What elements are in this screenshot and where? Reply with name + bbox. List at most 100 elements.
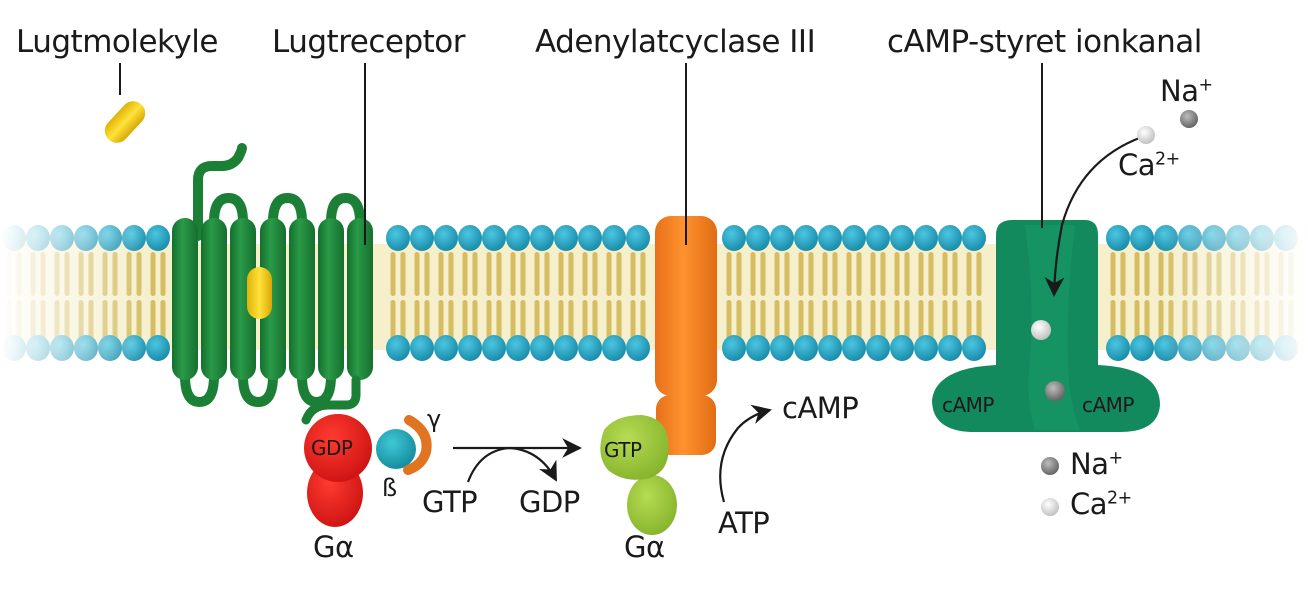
lipid-tail: [544, 300, 550, 342]
lipid-tail: [1144, 300, 1150, 342]
lipid-tail: [760, 252, 766, 296]
lipid-tail: [592, 300, 598, 342]
lipid-tail: [150, 300, 156, 342]
lipid-tail: [870, 252, 876, 296]
lipid-head: [530, 225, 554, 251]
lipid-tail: [942, 300, 948, 342]
lipid-tail: [616, 252, 622, 296]
lipid-tail: [1120, 252, 1126, 296]
lipid-tail: [784, 300, 790, 342]
lipid-head: [146, 225, 170, 251]
lipid-tail: [966, 300, 972, 342]
lipid-head: [458, 225, 482, 251]
lipid-head: [818, 225, 842, 251]
ca-ion-in-pore: [1031, 320, 1051, 340]
lipid-head: [770, 225, 794, 251]
lipid-tail: [400, 300, 406, 342]
lipid-tail: [918, 252, 924, 296]
receptor-extracellular-loops: [209, 192, 365, 223]
galpha-active-lower-domain: [627, 475, 677, 535]
extracellular-loop: [268, 192, 307, 223]
lipid-tail: [774, 252, 780, 296]
receptor-intracellular-loops: [180, 375, 336, 408]
lipid-tail: [520, 252, 526, 296]
lipid-tail: [568, 252, 574, 296]
intracellular-loop: [180, 375, 219, 408]
g-protein-inactive: [304, 414, 432, 527]
lipid-head: [722, 335, 746, 361]
lipid-tail: [592, 252, 598, 296]
lipid-head: [506, 335, 530, 361]
lipid-tail: [846, 300, 852, 342]
lipid-head: [626, 335, 650, 361]
lipid-tail: [390, 300, 396, 342]
lipid-tail: [558, 300, 564, 342]
lipid-tail: [486, 252, 492, 296]
label-galpha-inactive: Gα: [313, 530, 354, 564]
transmembrane-helix: [347, 218, 373, 380]
lipid-head: [530, 335, 554, 361]
lipid-head: [578, 225, 602, 251]
adenylate-cyclase-catalytic-domain: [656, 395, 716, 455]
lipid-head: [482, 225, 506, 251]
transmembrane-helix: [318, 218, 344, 380]
label-galpha-active: Gα: [624, 530, 665, 564]
lipid-tail: [510, 300, 516, 342]
receptor-n-terminus: [193, 143, 247, 241]
lipid-head: [578, 335, 602, 361]
lipid-tail: [808, 300, 814, 342]
lipid-head: [962, 225, 986, 251]
odorant-receptor: [172, 143, 373, 425]
label-beta: ß: [382, 474, 397, 502]
membrane-fade-left: [0, 215, 150, 375]
lipid-tail: [630, 252, 636, 296]
lipid-tail: [952, 252, 958, 296]
lipid-tail: [760, 300, 766, 342]
lipid-tail: [952, 300, 958, 342]
label-camp-site-left: cAMP: [942, 393, 995, 417]
lipid-tail: [726, 300, 732, 342]
lipid-head: [554, 335, 578, 361]
lipid-tail: [462, 252, 468, 296]
na-ion-in-pore: [1045, 381, 1065, 401]
lipid-tail: [798, 252, 804, 296]
galpha-gtp-bound: [600, 415, 669, 480]
na-legend-charge: +: [1108, 448, 1123, 469]
lipid-head: [722, 225, 746, 251]
odorant-molecule: [104, 101, 146, 143]
lipid-tail: [750, 252, 756, 296]
lipid-head: [1106, 225, 1130, 251]
lipid-tail: [414, 300, 420, 342]
lipid-tail: [160, 252, 166, 296]
label-gtp-in: GTP: [422, 485, 478, 519]
transmembrane-helix: [172, 218, 198, 380]
lipid-tail: [534, 252, 540, 296]
lipid-tail: [870, 300, 876, 342]
lipid-tail: [438, 252, 444, 296]
lipid-head: [1106, 335, 1130, 361]
lipid-tail: [640, 252, 646, 296]
lipid-head: [890, 225, 914, 251]
lipid-tail: [918, 300, 924, 342]
label-gtp-bound: GTP: [604, 438, 642, 462]
label-na-extracellular: Na+: [1160, 74, 1213, 108]
lipid-head: [770, 335, 794, 361]
lipid-tail: [520, 300, 526, 342]
lipid-head: [746, 335, 770, 361]
lipid-tail: [736, 252, 742, 296]
reaction-arrows: [453, 135, 1143, 503]
lipid-tail: [966, 252, 972, 296]
lipid-head: [626, 225, 650, 251]
label-odorant: Lugtmolekyle: [16, 24, 218, 60]
lipid-tail: [976, 300, 982, 342]
lipid-tail: [1110, 252, 1116, 296]
lipid-tail: [894, 252, 900, 296]
lipid-tail: [462, 300, 468, 342]
lipid-head: [602, 225, 626, 251]
lipid-tail: [832, 300, 838, 342]
lipid-tail: [942, 252, 948, 296]
lipid-tail: [400, 252, 406, 296]
lipid-head: [746, 225, 770, 251]
lipid-tail: [750, 300, 756, 342]
lipid-tail: [822, 300, 828, 342]
